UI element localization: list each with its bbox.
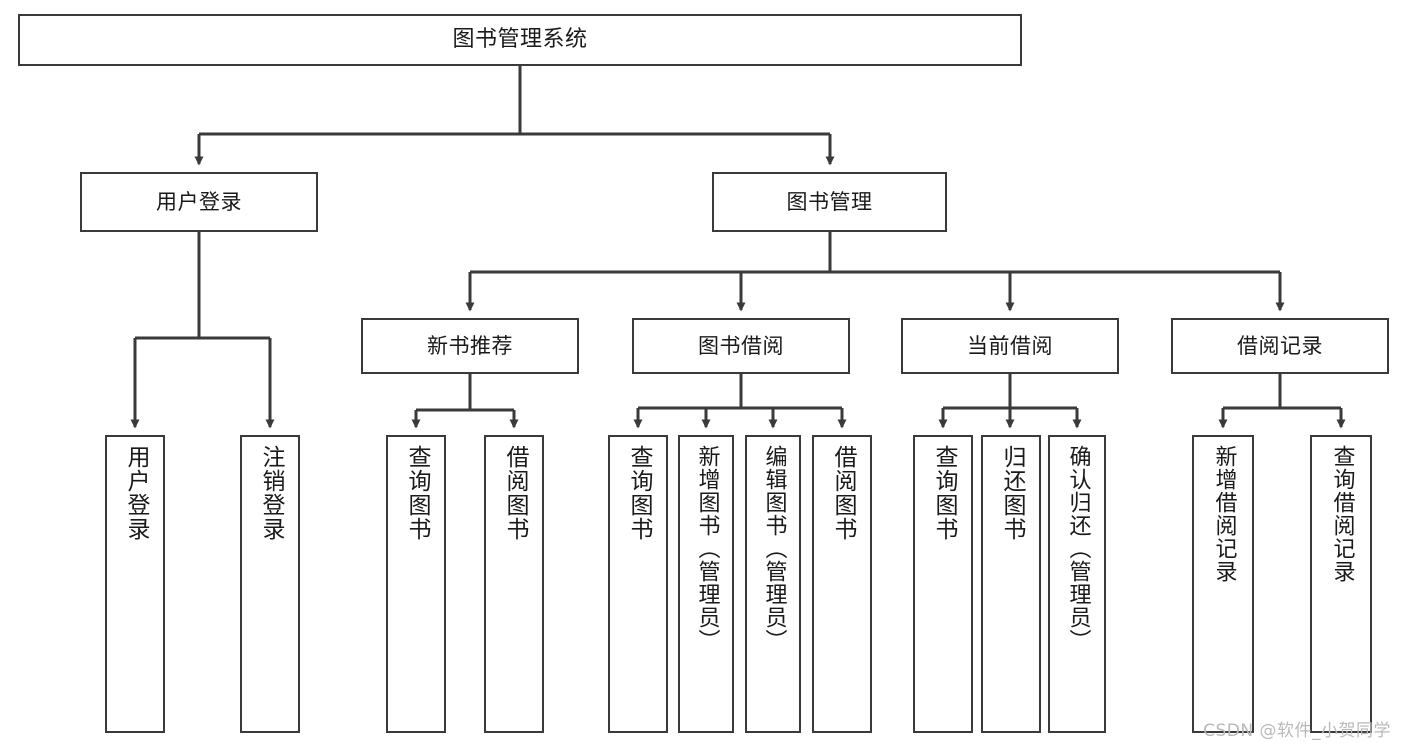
node-label: 注销登录 — [257, 445, 284, 541]
node-label: 图书管理系统 — [452, 27, 588, 53]
node-label: 借阅图书 — [501, 445, 528, 541]
node-label: 编辑图书（管理员） — [761, 445, 787, 652]
node-label: 用户登录 — [122, 445, 149, 541]
node-root-system[interactable]: 图书管理系统 — [18, 14, 1022, 66]
node-leaf-user-login[interactable]: 用户登录 — [105, 435, 165, 733]
node-leaf-query-book-current[interactable]: 查询图书 — [913, 435, 973, 733]
node-leaf-confirm-return-admin[interactable]: 确认归还（管理员） — [1048, 435, 1106, 733]
node-label: 图书管理 — [786, 189, 873, 214]
node-label: 查询图书 — [930, 445, 957, 541]
node-leaf-query-book-borrow[interactable]: 查询图书 — [608, 435, 668, 733]
node-leaf-borrow-book-recommend[interactable]: 借阅图书 — [484, 435, 544, 733]
node-label: 新增图书（管理员） — [694, 445, 720, 652]
node-borrow-record[interactable]: 借阅记录 — [1171, 318, 1389, 374]
node-book-management[interactable]: 图书管理 — [712, 172, 947, 232]
node-new-book-recommend[interactable]: 新书推荐 — [361, 318, 579, 374]
node-leaf-logout-login[interactable]: 注销登录 — [240, 435, 300, 733]
node-label: 查询图书 — [403, 445, 430, 541]
node-current-borrow[interactable]: 当前借阅 — [901, 318, 1119, 374]
node-label: 确认归还（管理员） — [1065, 445, 1091, 652]
node-book-borrow[interactable]: 图书借阅 — [632, 318, 850, 374]
node-label: 查询借阅记录 — [1329, 445, 1355, 583]
node-user-login[interactable]: 用户登录 — [80, 172, 318, 232]
node-leaf-borrow-book[interactable]: 借阅图书 — [812, 435, 872, 733]
node-label: 图书借阅 — [698, 333, 784, 358]
node-label: 新增借阅记录 — [1211, 445, 1237, 583]
node-leaf-return-book[interactable]: 归还图书 — [981, 435, 1041, 733]
node-label: 用户登录 — [156, 189, 242, 214]
node-label: 借阅记录 — [1237, 333, 1323, 358]
node-leaf-add-borrow-record[interactable]: 新增借阅记录 — [1192, 435, 1254, 733]
node-leaf-edit-book-admin[interactable]: 编辑图书（管理员） — [745, 435, 801, 733]
node-leaf-query-borrow-record[interactable]: 查询借阅记录 — [1310, 435, 1372, 733]
node-leaf-add-book-admin[interactable]: 新增图书（管理员） — [678, 435, 734, 733]
node-label: 借阅图书 — [829, 445, 856, 541]
node-label: 新书推荐 — [427, 333, 513, 358]
node-label: 归还图书 — [998, 445, 1025, 541]
node-leaf-query-book-recommend[interactable]: 查询图书 — [386, 435, 446, 733]
node-label: 当前借阅 — [967, 333, 1053, 358]
node-label: 查询图书 — [625, 445, 652, 541]
